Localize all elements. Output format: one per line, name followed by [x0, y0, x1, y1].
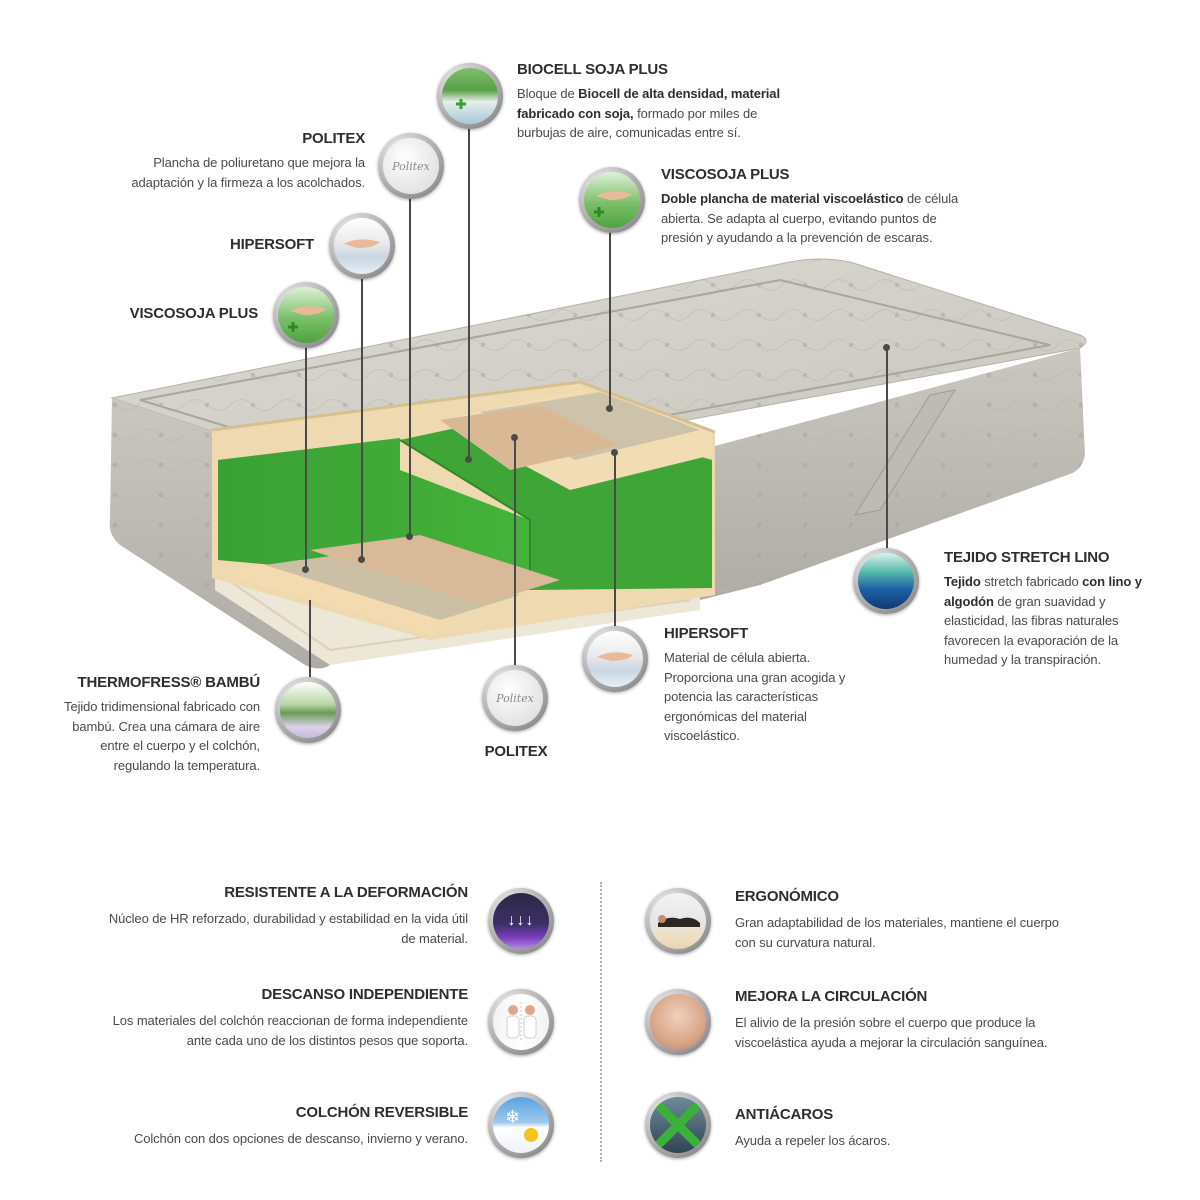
- dot-politex-top: [406, 533, 413, 540]
- callout-hipersoft-right: HIPERSOFT Material de célula abierta. Pr…: [664, 625, 849, 746]
- line-hipersoft-right: [614, 452, 616, 630]
- feature-title: ERGONÓMICO: [735, 888, 839, 905]
- callout-hipersoft-left: HIPERSOFT: [150, 236, 314, 253]
- callout-desc: Doble plancha de material viscoelástico …: [661, 191, 959, 245]
- feature-desc: Gran adaptabilidad de los materiales, ma…: [735, 915, 1059, 950]
- feature-desc: Núcleo de HR reforzado, durabilidad y es…: [108, 911, 468, 946]
- dot-tejido: [883, 344, 890, 351]
- callout-title: BIOCELL SOJA PLUS: [517, 61, 668, 78]
- politex-logo: Politex: [496, 691, 534, 705]
- feature-title: DESCANSO INDEPENDIENTE: [261, 986, 469, 1003]
- dot-biocell: [465, 456, 472, 463]
- feature-descanso: DESCANSO INDEPENDIENTE Los materiales de…: [90, 986, 469, 1050]
- callout-viscosoja-right: VISCOSOJA PLUS Doble plancha de material…: [661, 166, 971, 248]
- callout-tejido: TEJIDO STRETCH LINO Tejido stretch fabri…: [944, 549, 1144, 670]
- hand-icon: [597, 652, 633, 661]
- viscosoja-badge-left: [273, 282, 339, 348]
- callout-politex-bottom: POLITEX: [476, 743, 556, 760]
- line-politex-top: [409, 196, 411, 533]
- dot-viscosoja-right: [606, 405, 613, 412]
- svg-text:❄: ❄: [505, 1107, 520, 1128]
- line-viscosoja-left: [305, 346, 307, 568]
- hipersoft-lower: [265, 552, 520, 620]
- feature-title: COLCHÓN REVERSIBLE: [295, 1104, 468, 1121]
- hand-plus-icon: [594, 191, 632, 217]
- line-thermofress: [309, 600, 311, 680]
- hand-icon: [344, 239, 380, 248]
- callout-thermofress: THERMOFRESS® BAMBÚ Tejido tridimensional…: [60, 674, 260, 775]
- politex-lower: [310, 535, 560, 605]
- snow-sun-icon: ❄: [488, 1092, 554, 1158]
- callout-biocell: BIOCELL SOJA PLUS Bloque de Biocell de a…: [517, 61, 807, 143]
- dot-viscosoja-left: [302, 566, 309, 573]
- feature-title: MEJORA LA CIRCULACIÓN: [735, 988, 928, 1005]
- hipersoft-badge-right: [582, 626, 648, 692]
- viscosoja-badge-right: [579, 167, 645, 233]
- dot-hipersoft-left: [358, 556, 365, 563]
- mattress-illustration: [109, 258, 1087, 669]
- hipersoft-upper: [440, 405, 620, 470]
- feature-ergonomico: ERGONÓMICO Gran adaptabilidad de los mat…: [735, 888, 1075, 952]
- callout-title: VISCOSOJA PLUS: [661, 166, 790, 183]
- politex-logo: Politex: [392, 159, 430, 173]
- back-icon: [645, 989, 711, 1055]
- callout-desc: Material de célula abierta. Proporciona …: [664, 650, 846, 743]
- politex-badge-bottom: Politex: [482, 665, 548, 731]
- dot-hipersoft-right: [611, 449, 618, 456]
- features-divider: [600, 882, 602, 1162]
- feature-reversible: COLCHÓN REVERSIBLE Colchón con dos opcio…: [100, 1104, 468, 1149]
- line-tejido: [886, 348, 888, 551]
- feature-desc: Los materiales del colchón reaccionan de…: [112, 1013, 468, 1048]
- body-icon: [645, 888, 711, 954]
- line-biocell: [468, 125, 470, 460]
- callout-desc: Tejido stretch fabricado con lino y algo…: [944, 574, 1142, 667]
- couple-icon: [488, 989, 554, 1055]
- callout-title: VISCOSOJA PLUS: [129, 305, 259, 322]
- line-viscosoja-right: [609, 231, 611, 409]
- feature-desc: El alivio de la presión sobre el cuerpo …: [735, 1015, 1048, 1050]
- feature-resistente: RESISTENTE A LA DEFORMACIÓN Núcleo de HR…: [100, 884, 468, 948]
- callout-title: POLITEX: [484, 743, 548, 760]
- viscosoja-lower: [218, 560, 460, 635]
- feature-title: ANTIÁCAROS: [735, 1106, 833, 1123]
- mite-cross-icon: [645, 1092, 711, 1158]
- plus-icon: [456, 99, 466, 109]
- callout-title: HIPERSOFT: [664, 625, 749, 642]
- politex-badge-top: Politex: [378, 133, 444, 199]
- callout-title: HIPERSOFT: [229, 236, 314, 253]
- biocell-badge: [437, 63, 503, 129]
- tejido-badge: [853, 548, 919, 614]
- down-arrows-icon: ↓↓↓: [488, 888, 554, 954]
- feature-circulacion: MEJORA LA CIRCULACIÓN El alivio de la pr…: [735, 988, 1075, 1052]
- thermofress-badge: [275, 677, 341, 743]
- line-politex-bottom: [514, 438, 516, 666]
- line-hipersoft-left: [361, 276, 363, 559]
- callout-desc: Bloque de Biocell de alta densidad, mate…: [517, 86, 780, 140]
- callout-title: POLITEX: [302, 130, 365, 147]
- callout-title: THERMOFRESS® BAMBÚ: [77, 674, 261, 691]
- callout-desc: Plancha de poliuretano que mejora la ada…: [131, 155, 365, 190]
- feature-desc: Colchón con dos opciones de descanso, in…: [133, 1131, 468, 1146]
- feature-antiacaros: ANTIÁCAROS Ayuda a repeler los ácaros.: [735, 1106, 1035, 1151]
- callout-politex-top: POLITEX Plancha de poliuretano que mejor…: [110, 130, 365, 192]
- hand-plus-icon: [288, 306, 326, 332]
- hipersoft-badge-left: [329, 213, 395, 279]
- callout-title: TEJIDO STRETCH LINO: [944, 549, 1110, 566]
- feature-title: RESISTENTE A LA DEFORMACIÓN: [224, 884, 468, 901]
- dot-politex-bottom: [511, 434, 518, 441]
- callout-viscosoja-left: VISCOSOJA PLUS: [100, 305, 259, 322]
- callout-desc: Tejido tridimensional fabricado con bamb…: [64, 699, 260, 773]
- feature-desc: Ayuda a repeler los ácaros.: [735, 1133, 891, 1148]
